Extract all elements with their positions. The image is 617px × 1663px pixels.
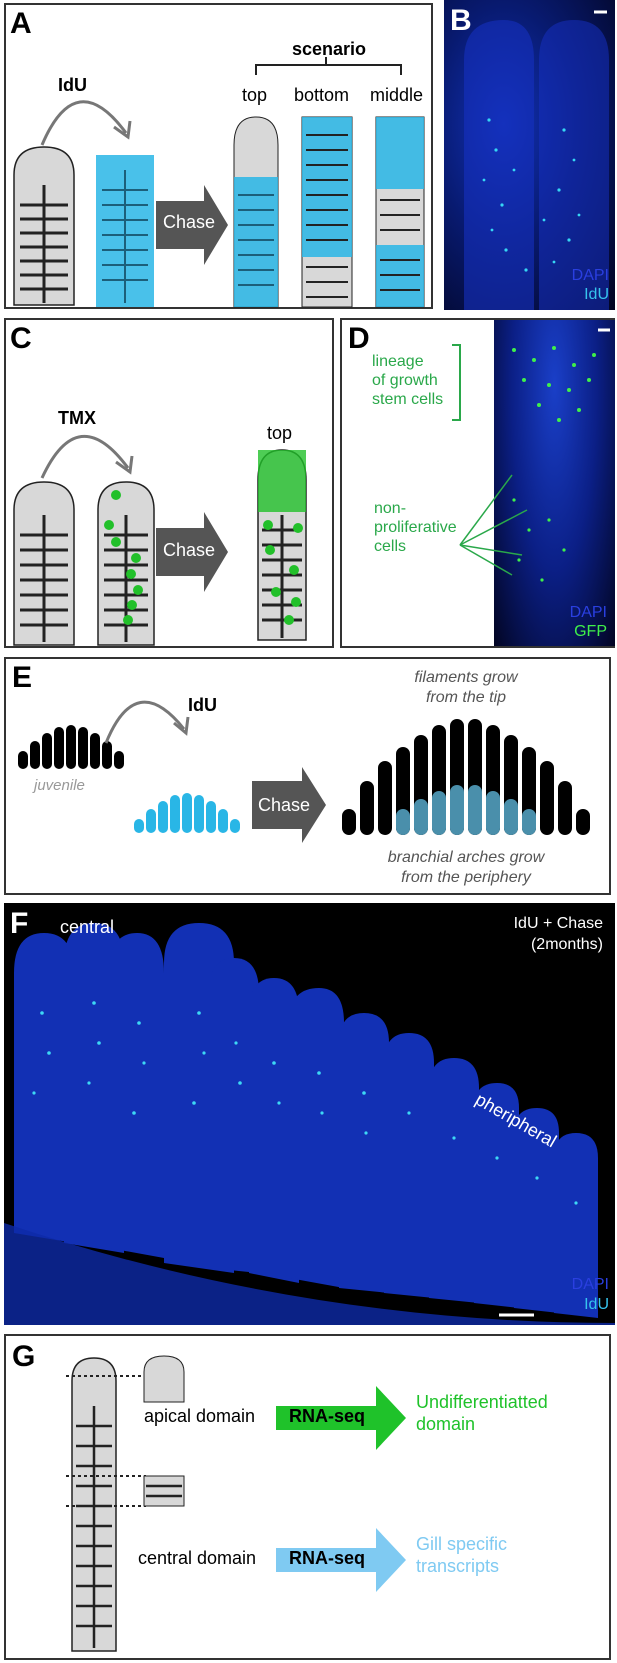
panel-a-letter: A bbox=[10, 7, 32, 40]
panel-a-drawing bbox=[13, 57, 425, 308]
panel-e-letter: E bbox=[12, 661, 33, 694]
filaments-line-2: from the tip bbox=[425, 689, 507, 706]
panel-e-drawing bbox=[18, 700, 590, 843]
scenario-middle-label: middle bbox=[370, 85, 424, 105]
chase-arrow-c bbox=[156, 512, 228, 592]
stain-dapi-d: DAPI bbox=[569, 604, 607, 621]
panel-c-drawing bbox=[13, 435, 307, 646]
panel-g: G apical domain bbox=[4, 1334, 611, 1660]
filament-g bbox=[71, 1357, 117, 1652]
filaments-line-1: filaments grow bbox=[414, 669, 518, 686]
pulse-arrowhead bbox=[113, 120, 132, 140]
scenario-middle-filament bbox=[375, 116, 425, 308]
treatment-line-2: (2months) bbox=[530, 936, 603, 953]
filament-untreated bbox=[13, 146, 75, 306]
panel-b: B DAPI IdU bbox=[444, 0, 615, 310]
tmx-label: TMX bbox=[58, 408, 96, 428]
pulse-arc bbox=[40, 100, 128, 146]
panel-c-letter: C bbox=[10, 322, 32, 355]
stain-idu: IdU bbox=[584, 286, 609, 303]
chase-label-c: Chase bbox=[163, 540, 216, 560]
scenario-bracket bbox=[255, 57, 402, 75]
stain-gfp: GFP bbox=[574, 623, 607, 640]
blue-arrow bbox=[276, 1528, 406, 1592]
stain-dapi-f: DAPI bbox=[571, 1276, 609, 1293]
scenario-bottom-filament bbox=[301, 116, 353, 308]
filament-idu-labeled bbox=[96, 155, 154, 307]
green-arrow bbox=[276, 1386, 406, 1450]
juvenile-arch bbox=[18, 725, 124, 769]
juvenile-label: juvenile bbox=[34, 777, 85, 794]
tmx-arrowhead bbox=[115, 455, 134, 475]
idu-arrowhead bbox=[173, 716, 190, 736]
scenario-bottom-label: bottom bbox=[294, 85, 350, 105]
central-result-1: Gill specific bbox=[416, 1534, 508, 1554]
panel-g-letter: G bbox=[12, 1340, 36, 1373]
scenario-top-label: top bbox=[242, 85, 268, 105]
central-label: central bbox=[60, 917, 115, 937]
arches-line-2: from the periphery bbox=[401, 869, 531, 886]
adult-arch bbox=[342, 719, 590, 835]
apical-result-2: domain bbox=[416, 1414, 476, 1434]
filament-untreated-c bbox=[13, 481, 75, 646]
lineage-line-1: lineage bbox=[372, 353, 424, 370]
tmx-arc bbox=[40, 435, 130, 479]
lineage-bracket bbox=[452, 344, 461, 421]
apical-piece bbox=[143, 1355, 185, 1403]
panel-e: E bbox=[4, 657, 611, 895]
stain-idu-f: IdU bbox=[584, 1296, 609, 1313]
central-piece bbox=[143, 1475, 185, 1507]
apical-result-1: Undifferentiatted bbox=[416, 1392, 548, 1412]
central-result-2: transcripts bbox=[416, 1556, 500, 1576]
chase-label: Chase bbox=[163, 212, 216, 232]
panel-f-image bbox=[4, 923, 615, 1325]
treatment-line-1: IdU + Chase bbox=[513, 915, 603, 932]
chase-arrow bbox=[156, 185, 228, 265]
labeled-arch bbox=[134, 793, 240, 833]
idu-label-e: IdU bbox=[188, 695, 217, 715]
panel-c: C bbox=[4, 318, 334, 648]
lineage-line-3: stem cells bbox=[372, 391, 444, 408]
nonprolif-line-2: proliferative bbox=[374, 519, 457, 536]
central-domain-label: central domain bbox=[138, 1548, 257, 1568]
chase-arrow-e bbox=[252, 767, 326, 843]
panel-d: D lineage of growth stem cells non- prol… bbox=[340, 318, 615, 648]
nonprolif-lines bbox=[459, 474, 528, 576]
pulse-label: IdU bbox=[58, 75, 87, 95]
filament-tmx-labeled bbox=[97, 481, 155, 646]
panel-b-image bbox=[464, 10, 609, 310]
rna-seq-central: RNA-seq bbox=[289, 1548, 366, 1568]
nonprolif-line-1: non- bbox=[374, 500, 407, 517]
filament-chased bbox=[257, 449, 307, 641]
stain-dapi: DAPI bbox=[571, 267, 609, 284]
idu-arc bbox=[104, 700, 186, 744]
lineage-line-2: of growth bbox=[372, 372, 438, 389]
panel-a: A bbox=[4, 3, 433, 309]
arches-line-1: branchial arches grow bbox=[387, 849, 545, 866]
panel-f: F central pheripheral IdU + Chase (2mont… bbox=[4, 903, 615, 1325]
nonprolif-line-3: cells bbox=[374, 538, 407, 555]
result-top-label: top bbox=[267, 423, 293, 443]
panel-b-letter: B bbox=[450, 4, 472, 37]
apical-domain-label: apical domain bbox=[144, 1406, 256, 1426]
chase-label-e: Chase bbox=[258, 795, 311, 815]
scenario-top-filament bbox=[233, 116, 279, 308]
panel-d-letter: D bbox=[348, 322, 370, 355]
panel-f-letter: F bbox=[10, 907, 29, 940]
rna-seq-apical: RNA-seq bbox=[289, 1406, 366, 1426]
panel-d-image bbox=[494, 320, 615, 646]
panel-d-annotations bbox=[452, 344, 528, 576]
scenario-title: scenario bbox=[292, 39, 367, 59]
panel-g-drawing bbox=[66, 1355, 406, 1652]
